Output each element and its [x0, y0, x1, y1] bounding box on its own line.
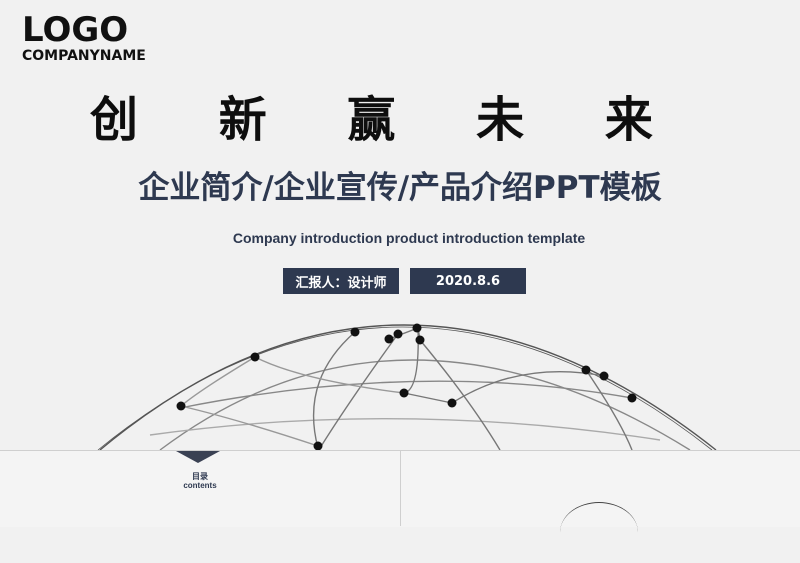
- date-tag: 2020.8.6: [410, 268, 526, 294]
- headline: 创 新 赢 未 来: [90, 92, 685, 148]
- subtitle: 企业简介/企业宣传/产品介绍PPT模板: [138, 170, 662, 206]
- toc-label[interactable]: 目录: [192, 472, 208, 481]
- decorative-arc: [560, 502, 638, 563]
- globe-meridian: [319, 333, 399, 449]
- toc-arrow-icon: [176, 451, 220, 463]
- bottom-divider: [400, 450, 401, 526]
- globe-outline-inner: [97, 326, 713, 451]
- reporter-tag: 汇报人：设计师: [283, 268, 399, 294]
- globe-meridian: [403, 392, 453, 404]
- network-node: [447, 398, 457, 408]
- globe-meridian: [585, 369, 633, 451]
- globe-latitude-arc: [179, 380, 633, 409]
- network-node: [415, 335, 425, 345]
- network-node: [399, 388, 409, 398]
- network-node: [350, 327, 360, 337]
- globe-latitude-arc: [149, 417, 661, 441]
- network-node: [393, 329, 403, 339]
- network-node: [250, 352, 260, 362]
- network-globe-graphic: [97, 323, 717, 451]
- network-node: [412, 323, 422, 333]
- network-node: [384, 334, 394, 344]
- globe-meridian: [419, 339, 501, 451]
- globe-latitude-arc: [159, 359, 691, 451]
- logo-text: LOGO: [22, 10, 129, 50]
- network-node: [599, 371, 609, 381]
- network-node: [176, 401, 186, 411]
- globe-meridian: [312, 331, 356, 449]
- globe-meridian: [180, 356, 256, 407]
- network-node: [581, 365, 591, 375]
- english-title: Company introduction product introductio…: [232, 230, 586, 246]
- globe-meridian: [254, 356, 405, 394]
- company-name: COMPANYNAME: [22, 48, 146, 64]
- toc-label-en[interactable]: contents: [183, 481, 217, 490]
- network-node: [313, 441, 323, 451]
- network-node: [627, 393, 637, 403]
- globe-meridian: [180, 405, 319, 447]
